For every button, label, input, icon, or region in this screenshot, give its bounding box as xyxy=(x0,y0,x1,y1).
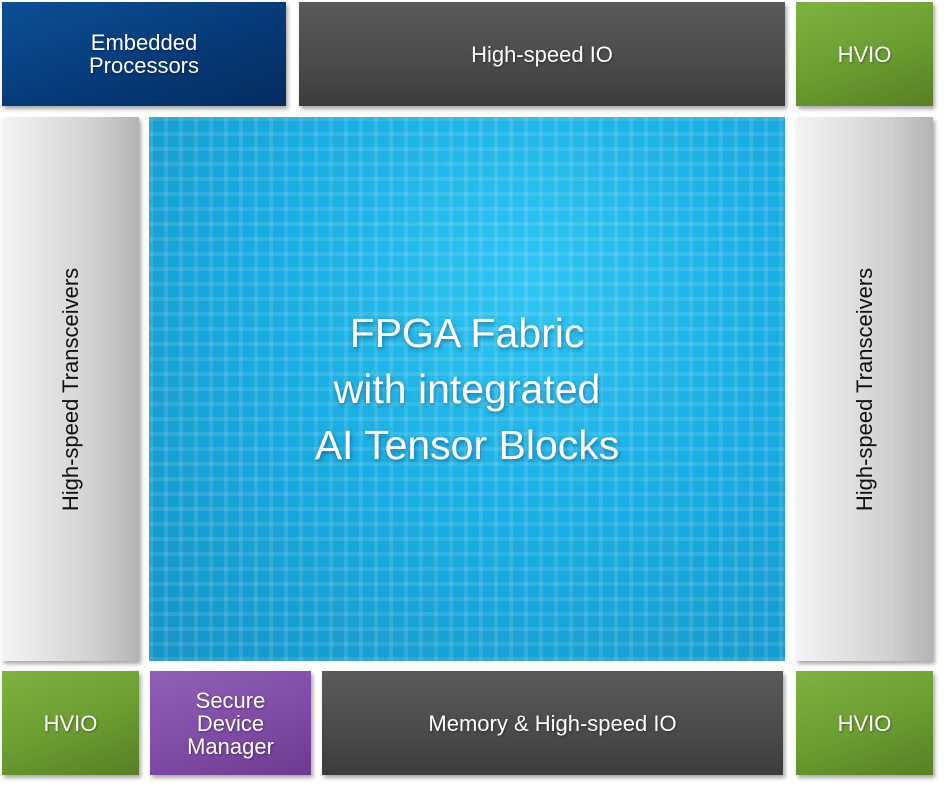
transceivers-right-label: High-speed Transceivers xyxy=(852,267,877,511)
secure-device-manager-label: Secure Device Manager xyxy=(187,687,274,759)
memory-high-speed-io-label: Memory & High-speed IO xyxy=(428,710,677,736)
hvio-top-right-label: HVIO xyxy=(837,41,892,67)
fpga-fabric-label: FPGA Fabric with integrated AI Tensor Bl… xyxy=(314,310,620,468)
hvio-bottom-right-label: HVIO xyxy=(837,710,892,736)
transceivers-right-block: High-speed Transceivers xyxy=(796,117,933,661)
hvio-bottom-left-block: HVIO xyxy=(2,671,139,775)
high-speed-io-top-label: High-speed IO xyxy=(471,41,613,67)
transceivers-left-block: High-speed Transceivers xyxy=(2,117,139,661)
transceivers-left-label: High-speed Transceivers xyxy=(58,267,83,511)
high-speed-io-top-block: High-speed IO xyxy=(299,2,785,106)
fpga-fabric-block: FPGA Fabric with integrated AI Tensor Bl… xyxy=(149,117,785,661)
hvio-top-right-block: HVIO xyxy=(796,2,933,106)
embedded-processors-label: Embedded Processors xyxy=(88,30,200,78)
embedded-processors-block: Embedded Processors xyxy=(2,2,286,106)
memory-high-speed-io-block: Memory & High-speed IO xyxy=(322,671,783,775)
hvio-bottom-left-label: HVIO xyxy=(43,710,98,736)
secure-device-manager-block: Secure Device Manager xyxy=(150,671,311,775)
hvio-bottom-right-block: HVIO xyxy=(796,671,933,775)
